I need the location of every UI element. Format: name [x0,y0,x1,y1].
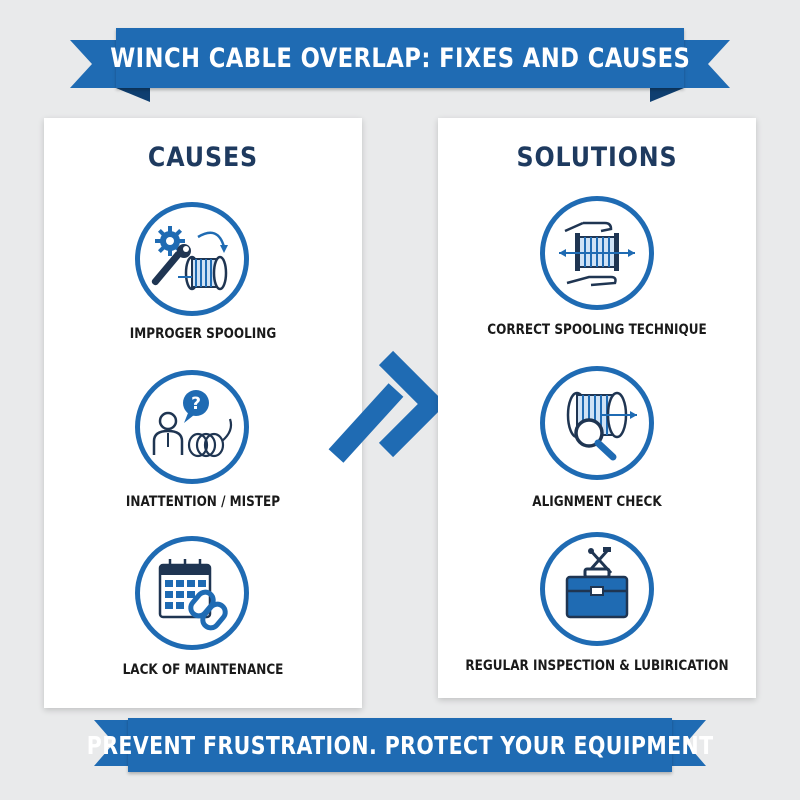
causes-title: CAUSES [147,142,259,173]
hands-spool-icon [540,196,654,310]
solutions-panel: SOLUTIONS C [438,118,756,698]
solutions-title: SOLUTIONS [516,142,678,173]
cause-item-improper-spooling: IMPROGER SPOOLING [44,194,362,354]
solution-label: CORRECT SPOOLING TECHNIQUE [487,322,707,338]
footer-ribbon: PREVENT FRUSTRATION. PROTECT YOUR EQUIPM… [0,700,800,800]
page-title: WINCH CABLE OVERLAP: FIXES AND CAUSES [109,42,691,74]
causes-panel: CAUSES [44,118,362,708]
title-ribbon: WINCH CABLE OVERLAP: FIXES AND CAUSES [0,0,800,110]
svg-text:?: ? [191,394,201,414]
cause-item-lack-maintenance: LACK OF MAINTENANCE [44,532,362,692]
toolbox-icon [540,532,654,646]
cause-label: LACK OF MAINTENANCE [122,662,284,678]
calendar-chain-icon [135,536,249,650]
solution-item-spooling-technique: CORRECT SPOOLING TECHNIQUE [438,194,756,354]
person-question-tangle-icon: ? [135,370,249,484]
solution-item-inspection-lubrication: REGULAR INSPECTION & LUBIRICATION [438,532,756,692]
arrow-right-icon [328,350,447,463]
gear-wrench-spool-icon [135,202,249,316]
footer-text: PREVENT FRUSTRATION. PROTECT YOUR EQUIPM… [86,730,714,760]
cause-item-inattention: ? INATTENTION / MISTEP [44,364,362,524]
solution-label: REGULAR INSPECTION & LUBIRICATION [465,658,729,674]
cause-label: IMPROGER SPOOLING [129,326,277,342]
spool-magnifier-icon [540,366,654,480]
solution-item-alignment-check: ALIGNMENT CHECK [438,364,756,524]
solution-label: ALIGNMENT CHECK [532,494,662,510]
cause-label: INATTENTION / MISTEP [125,494,281,510]
